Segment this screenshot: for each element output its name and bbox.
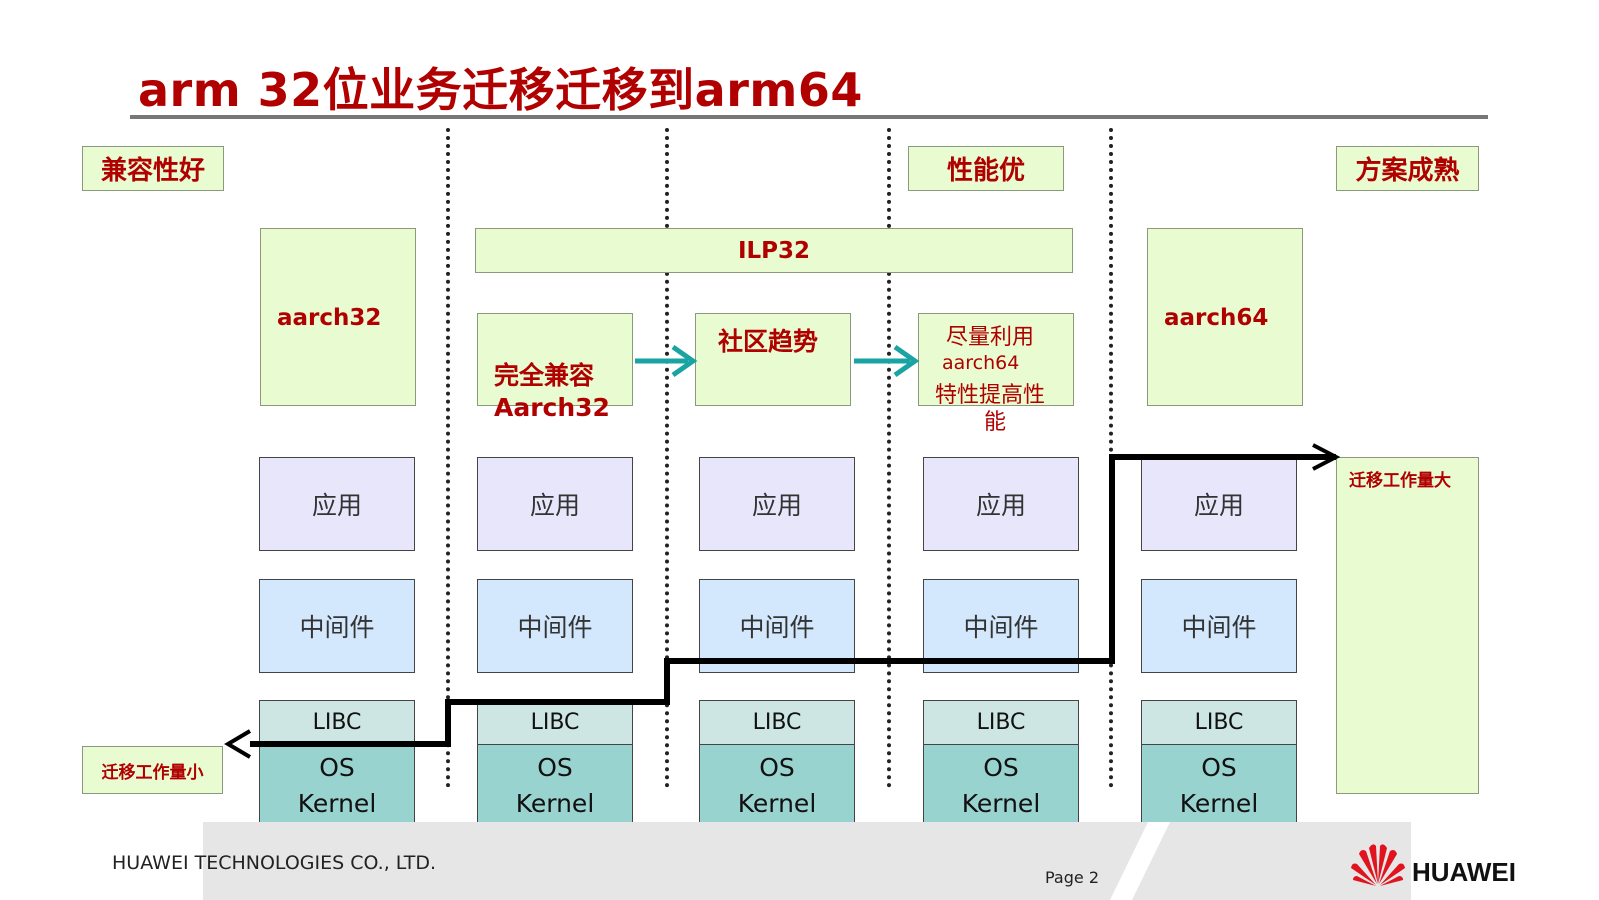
os-kernel-box: OS Kernel (923, 744, 1079, 828)
full-compat-box: 完全兼容 Aarch32 (477, 313, 633, 422)
kernel-label: Kernel (297, 789, 377, 818)
os-kernel-box: OS Kernel (699, 744, 855, 828)
arrow-right-icon (635, 344, 698, 378)
aarch64-feature-line3: 特性提高性 (935, 383, 1046, 408)
workload-large-tag: 迁移工作量大 (1336, 457, 1479, 794)
aarch64-feature-line2: aarch64 (942, 352, 1020, 374)
workload-small-tag: 迁移工作量小 (82, 746, 223, 794)
kernel-label: Kernel (1179, 789, 1259, 818)
os-label: OS (537, 753, 573, 782)
os-label: OS (759, 753, 795, 782)
os-kernel-box: OS Kernel (259, 744, 415, 828)
huawei-logo-icon (1351, 844, 1405, 886)
aarch64-feature-line1: 尽量利用 (946, 325, 1035, 350)
aarch64-feature-box (918, 313, 1074, 406)
footer-company: HUAWEI TECHNOLOGIES CO., LTD. (112, 852, 437, 874)
column-divider (446, 128, 450, 788)
app-box: 应用 (699, 457, 855, 551)
aarch32-label: aarch32 (277, 305, 382, 331)
os-kernel-box: OS Kernel (1141, 744, 1297, 828)
tag-maturity: 方案成熟 (1336, 146, 1479, 191)
kernel-label: Kernel (737, 789, 817, 818)
app-box: 应用 (477, 457, 633, 551)
footer-band (203, 822, 1411, 900)
column-divider (665, 128, 669, 788)
footer-slant (1110, 822, 1170, 900)
os-label: OS (319, 753, 355, 782)
app-box: 应用 (923, 457, 1079, 551)
title-underline (130, 115, 1488, 119)
column-divider (887, 128, 891, 788)
app-box: 应用 (259, 457, 415, 551)
middleware-box: 中间件 (923, 579, 1079, 673)
libc-box: LIBC (477, 700, 633, 745)
middleware-box: 中间件 (259, 579, 415, 673)
libc-box: LIBC (699, 700, 855, 745)
middleware-box: 中间件 (699, 579, 855, 673)
libc-box: LIBC (1141, 700, 1297, 745)
kernel-label: Kernel (961, 789, 1041, 818)
huawei-brand-text: HUAWEI (1412, 857, 1516, 887)
community-trend-box: 社区趋势 (695, 313, 851, 406)
app-box: 应用 (1141, 457, 1297, 551)
tag-compatibility: 兼容性好 (82, 146, 224, 191)
libc-box: LIBC (259, 700, 415, 745)
workload-large-label: 迁移工作量大 (1349, 471, 1451, 491)
aarch64-label: aarch64 (1164, 305, 1269, 331)
middleware-box: 中间件 (1141, 579, 1297, 673)
os-label: OS (1201, 753, 1237, 782)
os-label: OS (983, 753, 1019, 782)
arrow-right-icon (854, 344, 920, 378)
aarch64-box: aarch64 (1147, 228, 1303, 406)
middleware-box: 中间件 (477, 579, 633, 673)
community-trend-label: 社区趋势 (718, 327, 819, 356)
full-compat-label: 完全兼容 Aarch32 (494, 361, 610, 422)
tag-performance: 性能优 (908, 146, 1064, 191)
ilp32-bar: ILP32 (475, 228, 1073, 273)
aarch32-box: aarch32 (260, 228, 416, 406)
page-title: arm 32位业务迁移迁移到arm64 (138, 63, 863, 117)
kernel-label: Kernel (515, 789, 595, 818)
aarch64-feature-line4: 能 (984, 410, 1007, 435)
page-number: Page 2 (1045, 868, 1099, 887)
